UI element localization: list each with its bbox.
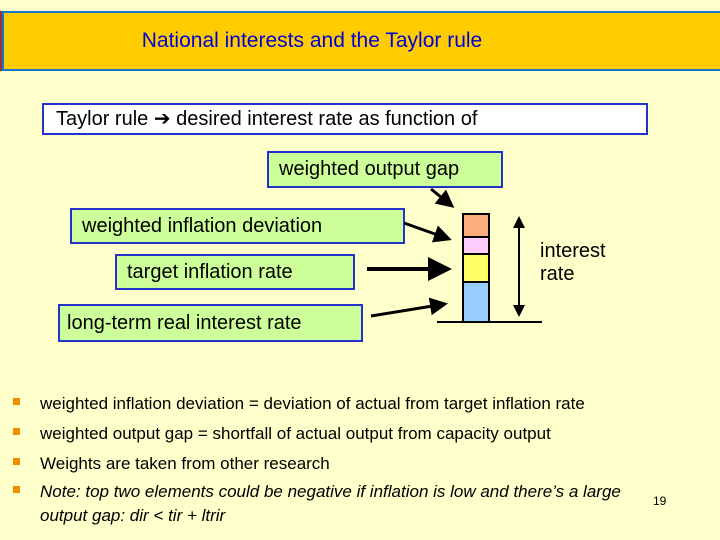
bullet-item: Weights are taken from other research	[13, 452, 668, 476]
bar-segment-long-term-real-interest-rate	[464, 283, 488, 321]
bullet-square-icon	[13, 428, 20, 435]
bullet-square-icon	[13, 486, 20, 493]
bullet-square-icon	[13, 398, 20, 405]
bullet-text: weighted inflation deviation = deviation…	[40, 394, 585, 413]
label-box-target-inflation-rate: target inflation rate	[115, 254, 355, 290]
arrow-output-gap-to-bar	[430, 187, 455, 208]
bullet-item: Note: top two elements could be negative…	[13, 480, 666, 528]
stacked-bar	[462, 213, 490, 323]
arrow-inflation-deviation-to-bar	[403, 221, 452, 243]
bar-segment-weighted-inflation-deviation	[464, 238, 488, 255]
interest-rate-label: interest rate	[540, 240, 606, 285]
slide-title: National interests and the Taylor rule	[2, 11, 720, 71]
bullet-text: Weights are taken from other research	[40, 454, 330, 473]
bullet-text: weighted output gap = shortfall of actua…	[40, 424, 551, 443]
bar-baseline	[437, 321, 542, 323]
bullet-square-icon	[13, 458, 20, 465]
bullet-item: weighted inflation deviation = deviation…	[13, 392, 668, 416]
label-box-weighted-output-gap: weighted output gap	[267, 151, 503, 188]
bar-segment-target-inflation-rate	[464, 255, 488, 283]
bullet-text: Note: top two elements could be negative…	[40, 482, 621, 525]
bar-segment-weighted-output-gap	[464, 215, 488, 238]
label-box-long-term-real-interest-rate: long-term real interest rate	[58, 304, 363, 342]
bullet-item: weighted output gap = shortfall of actua…	[13, 422, 668, 446]
label-box-weighted-inflation-deviation: weighted inflation deviation	[70, 208, 405, 244]
slide-left-edge-line	[0, 11, 2, 71]
page-number: 19	[653, 494, 667, 508]
arrow-ltrir-to-bar	[370, 297, 448, 318]
taylor-rule-header-box: Taylor rule ➔ desired interest rate as f…	[42, 103, 648, 135]
